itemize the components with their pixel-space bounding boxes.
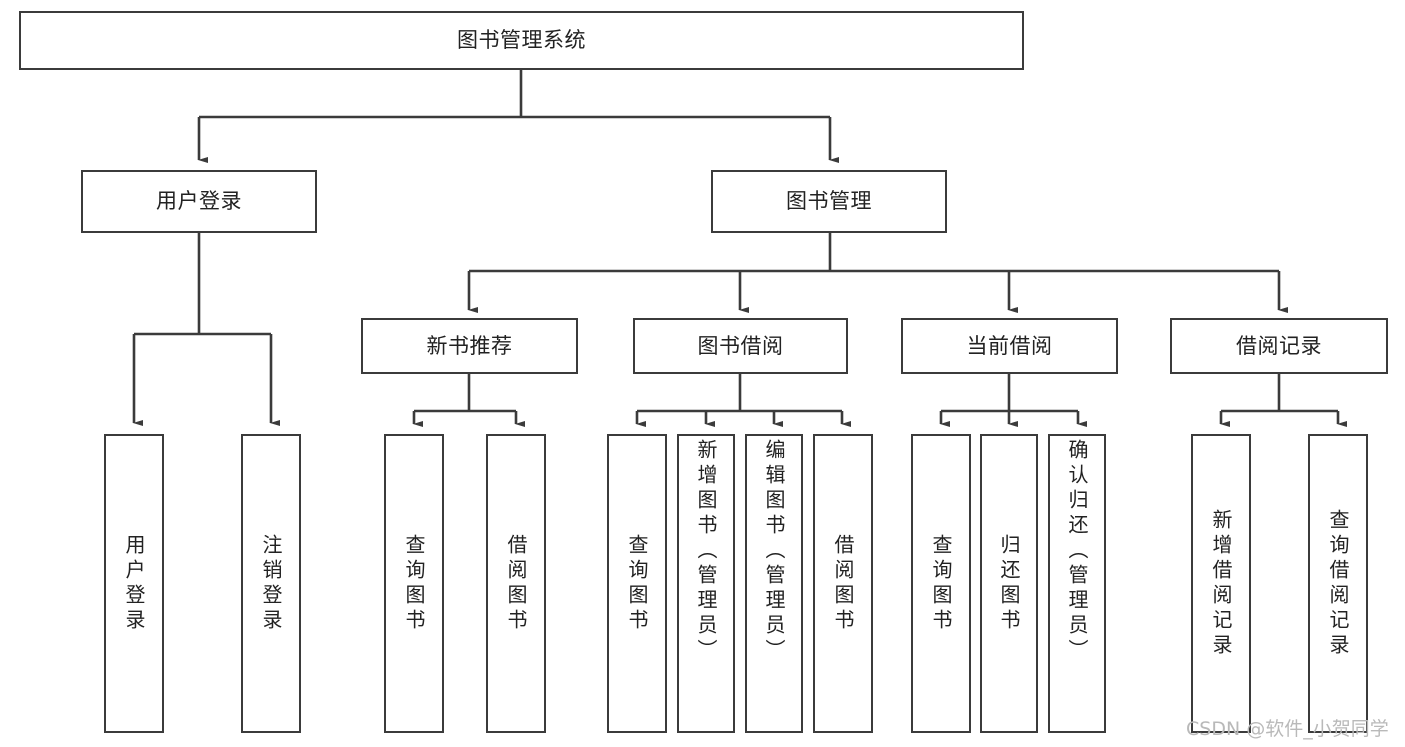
leaf-borrow-record-query[interactable]: 查询借阅记录 [1308,434,1368,733]
node-book-borrow-label: 图书借阅 [697,333,784,358]
node-new-book-recommend-label: 新书推荐 [426,333,513,358]
leaf-book-borrow-query[interactable]: 查询图书 [607,434,667,733]
leaf-current-borrow-query-label: 查询图书 [929,533,953,634]
node-new-book-recommend[interactable]: 新书推荐 [361,318,578,374]
leaf-book-borrow-query-label: 查询图书 [625,533,649,634]
leaf-current-borrow-return[interactable]: 归还图书 [980,434,1038,733]
node-borrow-record[interactable]: 借阅记录 [1170,318,1388,374]
node-root-system[interactable]: 图书管理系统 [19,11,1024,70]
node-book-management-label: 图书管理 [786,189,872,214]
leaf-current-borrow-return-label: 归还图书 [997,533,1021,634]
leaf-book-borrow-borrow[interactable]: 借阅图书 [813,434,873,733]
leaf-new-book-borrow-label: 借阅图书 [504,533,528,634]
leaf-user-login-signout-label: 注销登录 [259,533,283,634]
leaf-new-book-borrow[interactable]: 借阅图书 [486,434,546,733]
node-user-login[interactable]: 用户登录 [81,170,317,233]
leaf-current-borrow-query[interactable]: 查询图书 [911,434,971,733]
leaf-current-borrow-confirm[interactable]: 确认归还（管理员） [1048,434,1106,733]
node-current-borrow[interactable]: 当前借阅 [901,318,1118,374]
leaf-book-borrow-borrow-label: 借阅图书 [831,533,855,634]
node-borrow-record-label: 借阅记录 [1236,333,1322,358]
leaf-user-login-signout[interactable]: 注销登录 [241,434,301,733]
leaf-book-borrow-add-label: 新增图书（管理员） [694,439,718,664]
node-book-management[interactable]: 图书管理 [711,170,947,233]
leaf-user-login-signin-label: 用户登录 [122,533,146,634]
leaf-book-borrow-edit-label: 编辑图书（管理员） [762,439,786,664]
node-book-borrow[interactable]: 图书借阅 [633,318,848,374]
leaf-book-borrow-edit[interactable]: 编辑图书（管理员） [745,434,803,733]
node-current-borrow-label: 当前借阅 [966,333,1053,358]
leaf-current-borrow-confirm-label: 确认归还（管理员） [1065,439,1089,664]
node-user-login-label: 用户登录 [156,189,242,214]
leaf-new-book-query-label: 查询图书 [402,533,426,634]
leaf-borrow-record-add[interactable]: 新增借阅记录 [1191,434,1251,733]
watermark-text: CSDN @软件_小贺同学 [1186,718,1389,740]
leaf-new-book-query[interactable]: 查询图书 [384,434,444,733]
leaf-borrow-record-add-label: 新增借阅记录 [1209,508,1233,659]
node-root-system-label: 图书管理系统 [457,28,586,53]
leaf-book-borrow-add[interactable]: 新增图书（管理员） [677,434,735,733]
leaf-borrow-record-query-label: 查询借阅记录 [1326,508,1350,659]
leaf-user-login-signin[interactable]: 用户登录 [104,434,164,733]
